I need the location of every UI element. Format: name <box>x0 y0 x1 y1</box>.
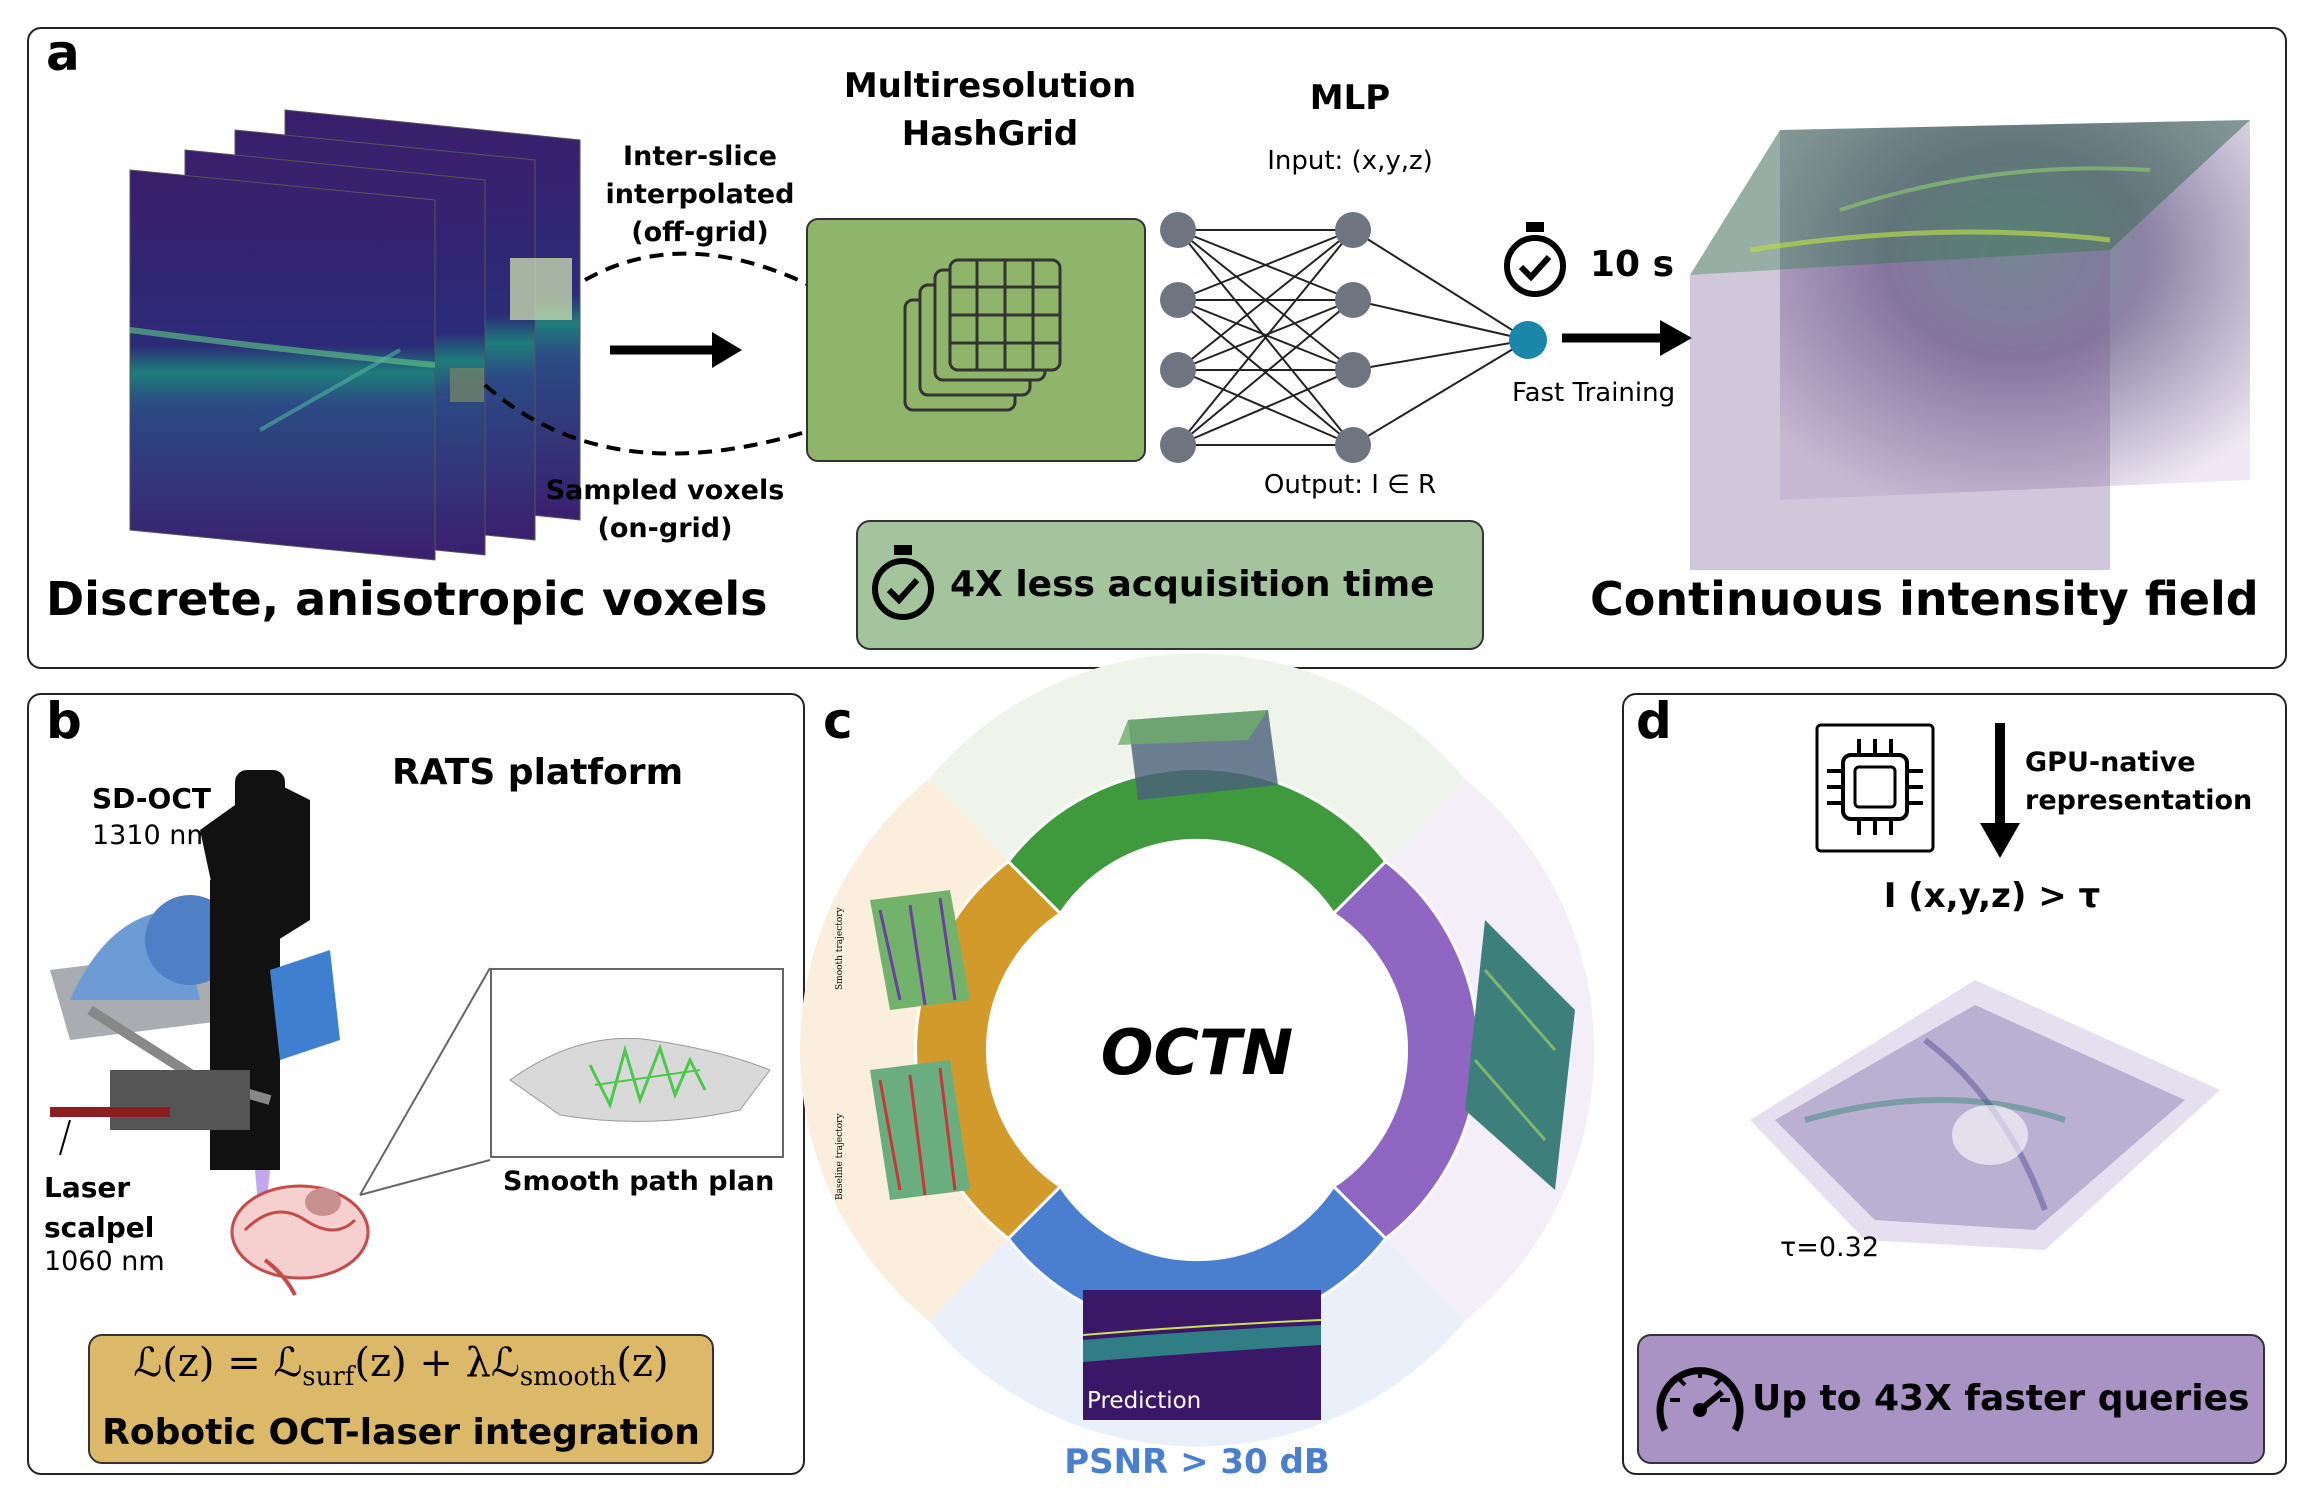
mlp-node <box>1335 282 1371 318</box>
equation-box <box>88 1334 714 1464</box>
platform-title: RATS platform <box>392 752 684 793</box>
tau-value: τ=0.32 <box>1780 1232 1879 1263</box>
sdoct-label: SD-OCT <box>92 782 211 815</box>
segment-fast-label: Fast 3D Query <box>1328 950 1362 1149</box>
laser-label: Laser scalpel <box>44 1171 155 1244</box>
queries-text: Up to 43X faster queries <box>1752 1378 2250 1419</box>
oct-slice-stack <box>129 109 581 561</box>
panel-d-letter: d <box>1636 692 1672 750</box>
interp-label: Inter-slice interpolated (off-grid) <box>605 141 795 248</box>
sdoct-wavelength: 1310 nm <box>92 820 213 851</box>
acquisition-box <box>856 520 1484 650</box>
threshold-expr: I (x,y,z) > τ <box>1883 876 2101 916</box>
mlp-node <box>1335 427 1371 463</box>
grid-stack-icon <box>903 258 1062 412</box>
smooth-trajectory-label: Smooth trajectory <box>835 907 845 990</box>
equation: ℒ(z) = ℒsurf(z) + λℒsmooth(z) <box>133 1340 669 1392</box>
mlp-node <box>1335 352 1371 388</box>
point-cloud <box>1750 980 2220 1250</box>
mlp-output-label: Output: I ∈ R <box>1263 470 1437 500</box>
baseline-trajectory-label: Baseline trajectory <box>835 1113 845 1200</box>
training-time: 10 s <box>1590 244 1675 285</box>
mlp-node <box>1335 212 1371 248</box>
fast-training-label: Fast Training <box>1512 378 1676 408</box>
stopwatch-icon <box>1504 222 1566 297</box>
panel-c-letter: c <box>823 692 853 750</box>
mlp-node <box>1160 212 1196 248</box>
path-plan-plot <box>509 1037 771 1122</box>
mlp-node <box>1160 427 1196 463</box>
hashgrid-title: Multiresolution HashGrid <box>843 66 1137 154</box>
discrete-caption: Discrete, anisotropic voxels <box>46 572 768 626</box>
left-trajectory-thumbs <box>870 890 970 1200</box>
mlp-title: MLP <box>1309 78 1391 118</box>
mlp-output-node <box>1509 321 1547 359</box>
octn-label: OCTN <box>1100 1016 1294 1089</box>
segment-fast <box>1331 859 1480 1241</box>
offgrid-cube <box>510 258 572 320</box>
segment-sparse-label: Sparse C-scan <box>1148 893 1246 958</box>
intensity-volume <box>1690 120 2250 570</box>
panel-b-letter: b <box>46 692 82 750</box>
prediction-image: Prediction <box>1082 1290 1322 1420</box>
mlp-input-label: Input: (x,y,z) <box>1267 146 1433 176</box>
continuous-caption: Continuous intensity field <box>1590 572 2259 626</box>
speedometer-icon <box>1656 1367 1744 1432</box>
path-caption: Smooth path plan <box>503 1166 775 1197</box>
segment-sparse <box>1006 767 1388 916</box>
robot-illustration <box>50 770 340 1250</box>
gpu-label: GPU-native representation <box>2025 747 2253 816</box>
psnr-label: PSNR > 30 dB <box>1064 1442 1330 1482</box>
acquisition-text: 4X less acquisition time <box>950 564 1435 605</box>
mlp-node <box>1160 352 1196 388</box>
panel-a-arrows <box>483 251 1692 456</box>
sampled-label: Sampled voxels (on-grid) <box>545 475 785 544</box>
mlp-node <box>1160 282 1196 318</box>
prediction-label: Prediction <box>1087 1388 1202 1414</box>
wheel-center <box>1035 888 1359 1212</box>
right-surface-thumb <box>1465 920 1575 1190</box>
acquisition-stopwatch-icon <box>872 545 934 620</box>
panel-a-letter: a <box>46 24 80 82</box>
brain-icon <box>230 1184 370 1296</box>
prediction-layer <box>1082 1319 1322 1362</box>
ongrid-voxel <box>450 368 484 402</box>
down-arrow <box>1980 723 2020 858</box>
top-volume-thumb <box>1118 710 1278 800</box>
mlp-network <box>1160 212 1547 463</box>
segment-fidelity-label: Image Fidelity <box>1098 1176 1296 1209</box>
oct-slice <box>129 169 436 561</box>
chip-icon <box>1815 723 1935 853</box>
ongrid-arrow <box>483 383 867 456</box>
integration-caption: Robotic OCT-laser integration <box>102 1412 700 1453</box>
laser-wavelength: 1060 nm <box>44 1246 165 1277</box>
